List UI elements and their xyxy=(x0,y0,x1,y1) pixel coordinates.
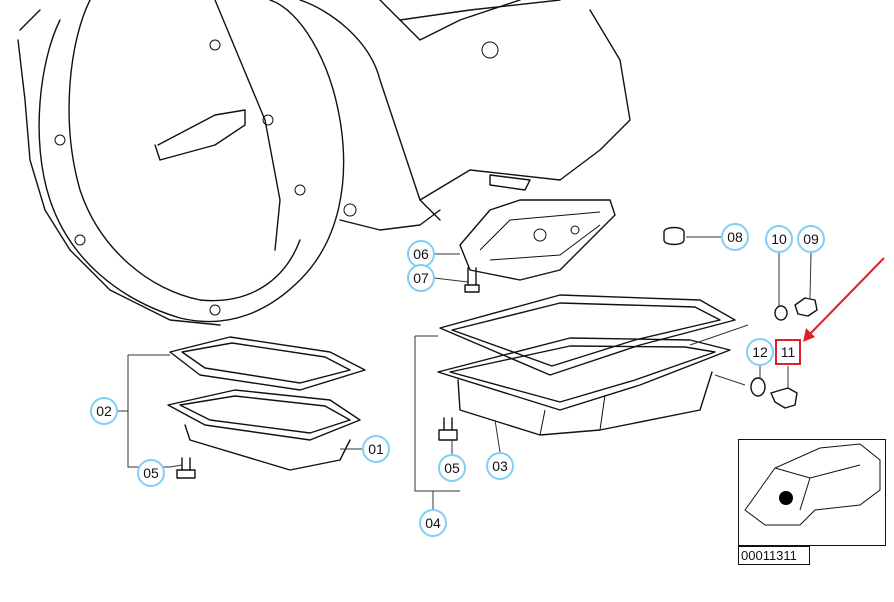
callout-03[interactable]: 03 xyxy=(486,452,514,480)
callout-12[interactable]: 12 xyxy=(746,338,774,366)
callout-01[interactable]: 01 xyxy=(362,435,390,463)
callout-02[interactable]: 02 xyxy=(90,397,118,425)
callout-11-highlighted[interactable]: 11 xyxy=(775,339,801,365)
callout-05-left[interactable]: 05 xyxy=(137,459,165,487)
washer-10-drawing xyxy=(774,305,788,321)
valve-body-drawing xyxy=(459,199,616,281)
bolt-05-left-drawing xyxy=(176,457,196,479)
gasket-04-drawing xyxy=(439,294,736,376)
transmission-housing-drawing xyxy=(17,0,631,326)
callout-05-right[interactable]: 05 xyxy=(438,454,466,482)
leader-lines xyxy=(115,236,812,510)
callout-09[interactable]: 09 xyxy=(797,225,825,253)
plug-09-drawing xyxy=(794,297,818,317)
oil-pan-01-drawing xyxy=(167,389,361,471)
callout-06[interactable]: 06 xyxy=(407,240,435,268)
callout-08[interactable]: 08 xyxy=(721,223,749,251)
gasket-02-drawing xyxy=(169,336,366,391)
bolt-07-drawing xyxy=(464,267,480,293)
plug-11-drawing xyxy=(770,387,798,409)
oil-pan-03-drawing xyxy=(437,337,731,436)
diagram-code-label: 00011311 xyxy=(738,546,810,565)
plug-08-drawing xyxy=(663,226,685,246)
callout-04[interactable]: 04 xyxy=(419,509,447,537)
callout-07[interactable]: 07 xyxy=(407,264,435,292)
washer-12-drawing xyxy=(750,377,766,397)
bolt-05-right-drawing xyxy=(438,417,458,441)
callout-10[interactable]: 10 xyxy=(765,225,793,253)
vehicle-locator-inset xyxy=(738,439,886,546)
highlight-arrow-icon xyxy=(803,257,885,342)
car-locator-drawing xyxy=(744,443,881,526)
